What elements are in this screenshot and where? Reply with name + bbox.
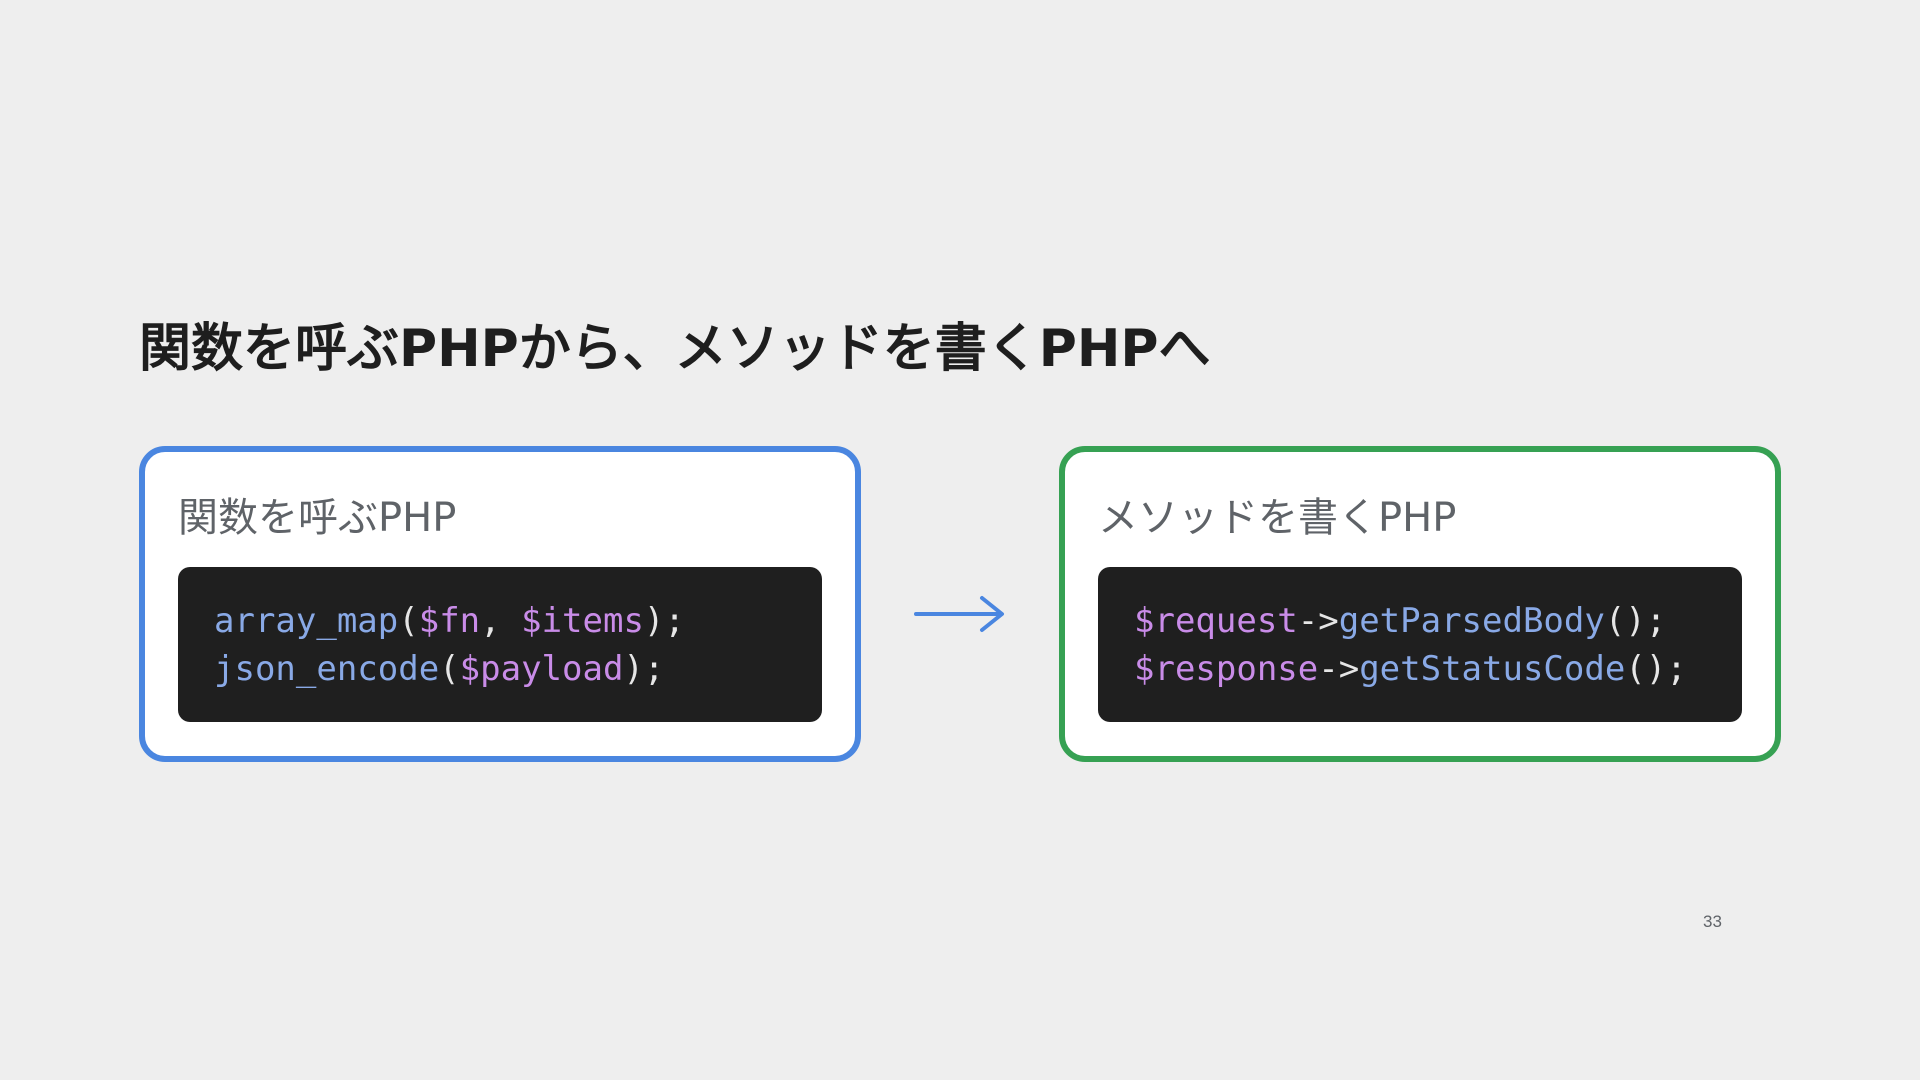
slide-title: 関数を呼ぶPHPから、メソッドを書くPHPへ (139, 319, 1211, 379)
code-line: $response->getStatusCode(); (1134, 645, 1706, 693)
code-token-fn: json_encode (214, 649, 440, 689)
code-token-punc: ( (439, 649, 460, 689)
code-token-punc: , (480, 601, 522, 641)
code-line: $request->getParsedBody(); (1134, 597, 1706, 645)
code-token-var: $fn (418, 601, 481, 641)
code-token-var: $items (521, 601, 644, 641)
function-call-panel: 関数を呼ぶPHP array_map($fn, $items);json_enc… (139, 446, 861, 762)
code-token-punc: (); (1625, 649, 1687, 689)
code-line: array_map($fn, $items); (214, 597, 786, 645)
code-token-fn: getStatusCode (1359, 649, 1626, 689)
code-token-fn: getParsedBody (1338, 601, 1605, 641)
code-block: $request->getParsedBody();$response->get… (1098, 567, 1742, 722)
code-token-punc: -> (1297, 601, 1339, 641)
page-number: 33 (1703, 912, 1722, 931)
code-token-punc: -> (1318, 649, 1360, 689)
code-token-var: $response (1134, 649, 1319, 689)
method-panel: メソッドを書くPHP $request->getParsedBody();$re… (1059, 446, 1781, 762)
code-token-punc: (); (1604, 601, 1667, 641)
code-token-var: $payload (459, 649, 624, 689)
code-token-punc: ); (643, 601, 685, 641)
panel-heading: 関数を呼ぶPHP (178, 495, 457, 541)
panel-heading: メソッドを書くPHP (1098, 495, 1457, 541)
right-arrow-icon (914, 596, 1004, 632)
code-token-punc: ); (623, 649, 665, 689)
code-line: json_encode($payload); (214, 645, 786, 693)
code-token-var: $request (1134, 601, 1298, 641)
code-token-punc: ( (398, 601, 419, 641)
code-token-fn: array_map (214, 601, 399, 641)
code-block: array_map($fn, $items);json_encode($payl… (178, 567, 822, 722)
